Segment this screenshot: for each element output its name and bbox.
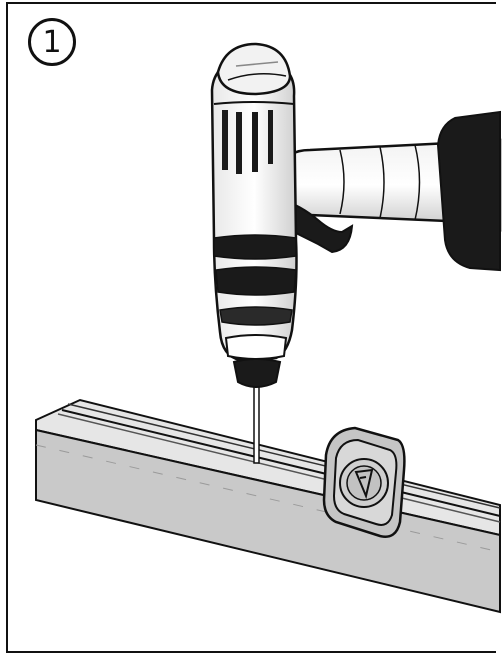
drill-icon (210, 42, 502, 388)
rail-icon (35, 398, 501, 614)
drill-bit-icon (253, 384, 260, 464)
step-number-badge: 1 (28, 18, 76, 66)
step-number: 1 (42, 24, 62, 60)
tape-measure-icon (322, 426, 406, 538)
